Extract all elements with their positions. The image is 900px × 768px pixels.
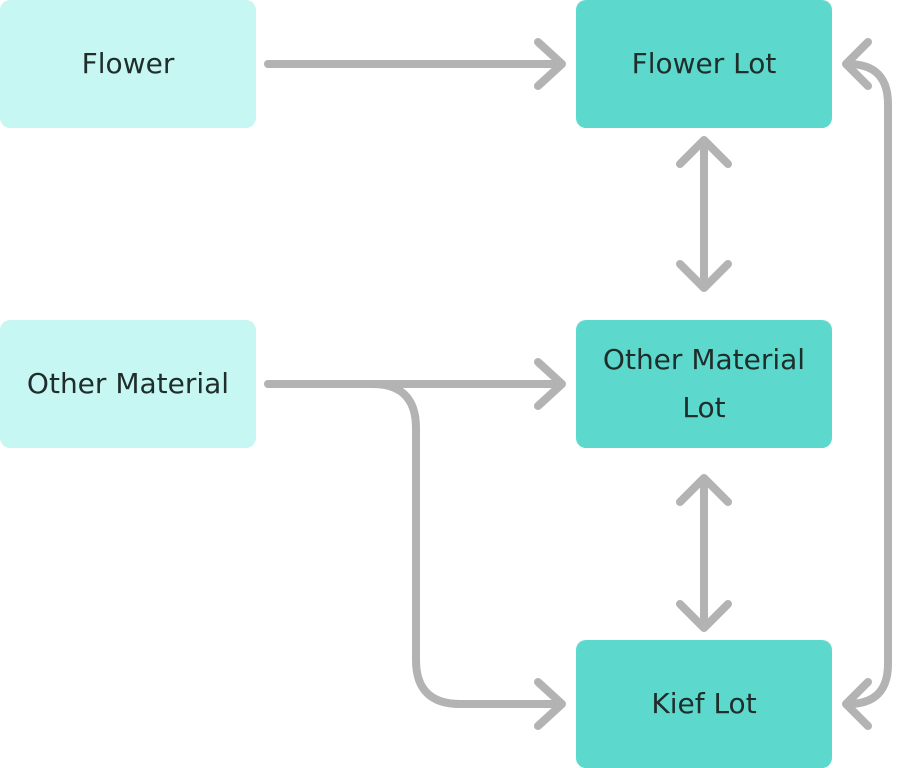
edge-flower-to-flower-lot bbox=[264, 38, 566, 90]
node-label: Other Material bbox=[26, 367, 230, 400]
node-other-material: Other Material bbox=[0, 320, 256, 448]
node-label: Flower bbox=[81, 47, 175, 80]
arrowhead-icon bbox=[676, 260, 732, 292]
edge-line bbox=[844, 60, 892, 708]
arrowhead-icon bbox=[842, 678, 872, 730]
edge-other-material-lot-kief-lot bbox=[676, 474, 732, 632]
arrowhead-icon bbox=[676, 136, 732, 168]
node-flower: Flower bbox=[0, 0, 256, 128]
edge-other-material-to-kief-lot bbox=[368, 380, 566, 730]
node-other-material-lot: Other Material Lot bbox=[576, 320, 832, 448]
arrowhead-icon bbox=[534, 358, 566, 410]
arrowhead-icon bbox=[534, 38, 566, 90]
edge-other-material-to-other-material-lot bbox=[264, 358, 566, 410]
arrowhead-icon bbox=[676, 474, 732, 506]
edge-flower-lot-other-material-lot bbox=[676, 136, 732, 292]
edge-flower-lot-kief-lot bbox=[842, 38, 892, 730]
edge-line bbox=[368, 380, 564, 708]
node-label: Flower Lot bbox=[631, 47, 777, 80]
node-flower-lot: Flower Lot bbox=[576, 0, 832, 128]
node-label: Other Material Lot bbox=[602, 343, 806, 424]
node-label: Kief Lot bbox=[651, 687, 757, 720]
arrowhead-icon bbox=[676, 600, 732, 632]
node-kief-lot: Kief Lot bbox=[576, 640, 832, 768]
arrowhead-icon bbox=[842, 38, 872, 90]
arrowhead-icon bbox=[534, 678, 566, 730]
